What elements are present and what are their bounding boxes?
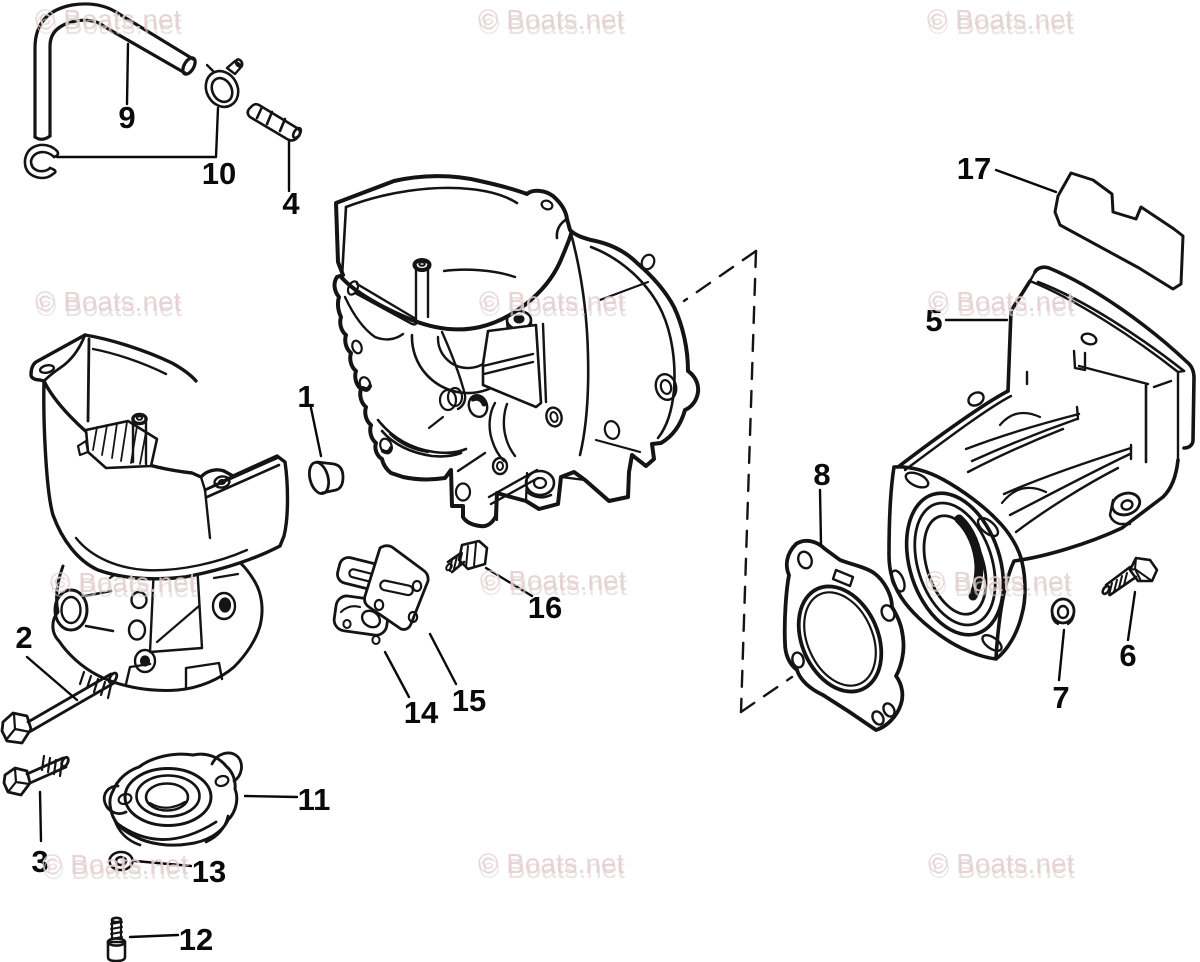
svg-text:8: 8 <box>813 457 830 492</box>
svg-text:© Boats.net: © Boats.net <box>479 286 625 317</box>
svg-text:© Boats.net: © Boats.net <box>481 570 627 601</box>
svg-text:6: 6 <box>1119 638 1136 673</box>
svg-text:© Boats.net: © Boats.net <box>42 849 188 880</box>
svg-text:© Boats.net: © Boats.net <box>480 565 626 596</box>
svg-text:9: 9 <box>118 100 135 135</box>
svg-text:1: 1 <box>297 379 314 414</box>
svg-text:© Boats.net: © Boats.net <box>928 848 1074 879</box>
svg-text:14: 14 <box>404 695 439 730</box>
svg-text:16: 16 <box>528 590 562 625</box>
svg-text:© Boats.net: © Boats.net <box>50 567 196 598</box>
svg-text:12: 12 <box>179 922 213 957</box>
svg-text:© Boats.net: © Boats.net <box>925 566 1071 597</box>
svg-text:© Boats.net: © Boats.net <box>480 291 626 322</box>
svg-text:17: 17 <box>957 151 991 186</box>
svg-text:© Boats.net: © Boats.net <box>478 4 624 35</box>
svg-text:© Boats.net: © Boats.net <box>35 4 181 35</box>
svg-text:© Boats.net: © Boats.net <box>478 848 624 879</box>
svg-text:© Boats.net: © Boats.net <box>927 4 1073 35</box>
svg-text:© Boats.net: © Boats.net <box>479 853 625 884</box>
svg-text:© Boats.net: © Boats.net <box>928 9 1074 40</box>
svg-text:2: 2 <box>15 620 32 655</box>
svg-text:© Boats.net: © Boats.net <box>928 286 1074 317</box>
svg-text:© Boats.net: © Boats.net <box>51 572 197 603</box>
svg-text:© Boats.net: © Boats.net <box>926 571 1072 602</box>
svg-text:7: 7 <box>1052 680 1069 715</box>
svg-text:15: 15 <box>452 683 486 718</box>
svg-text:5: 5 <box>925 303 942 338</box>
svg-text:10: 10 <box>202 156 236 191</box>
svg-text:© Boats.net: © Boats.net <box>479 9 625 40</box>
svg-text:11: 11 <box>298 782 331 817</box>
svg-text:© Boats.net: © Boats.net <box>43 854 189 885</box>
svg-text:© Boats.net: © Boats.net <box>929 853 1075 884</box>
svg-text:4: 4 <box>282 186 300 221</box>
svg-text:© Boats.net: © Boats.net <box>929 291 1075 322</box>
svg-text:13: 13 <box>192 854 226 889</box>
svg-text:© Boats.net: © Boats.net <box>36 291 182 322</box>
svg-text:© Boats.net: © Boats.net <box>36 9 182 40</box>
svg-text:© Boats.net: © Boats.net <box>35 286 181 317</box>
svg-text:3: 3 <box>31 844 48 879</box>
